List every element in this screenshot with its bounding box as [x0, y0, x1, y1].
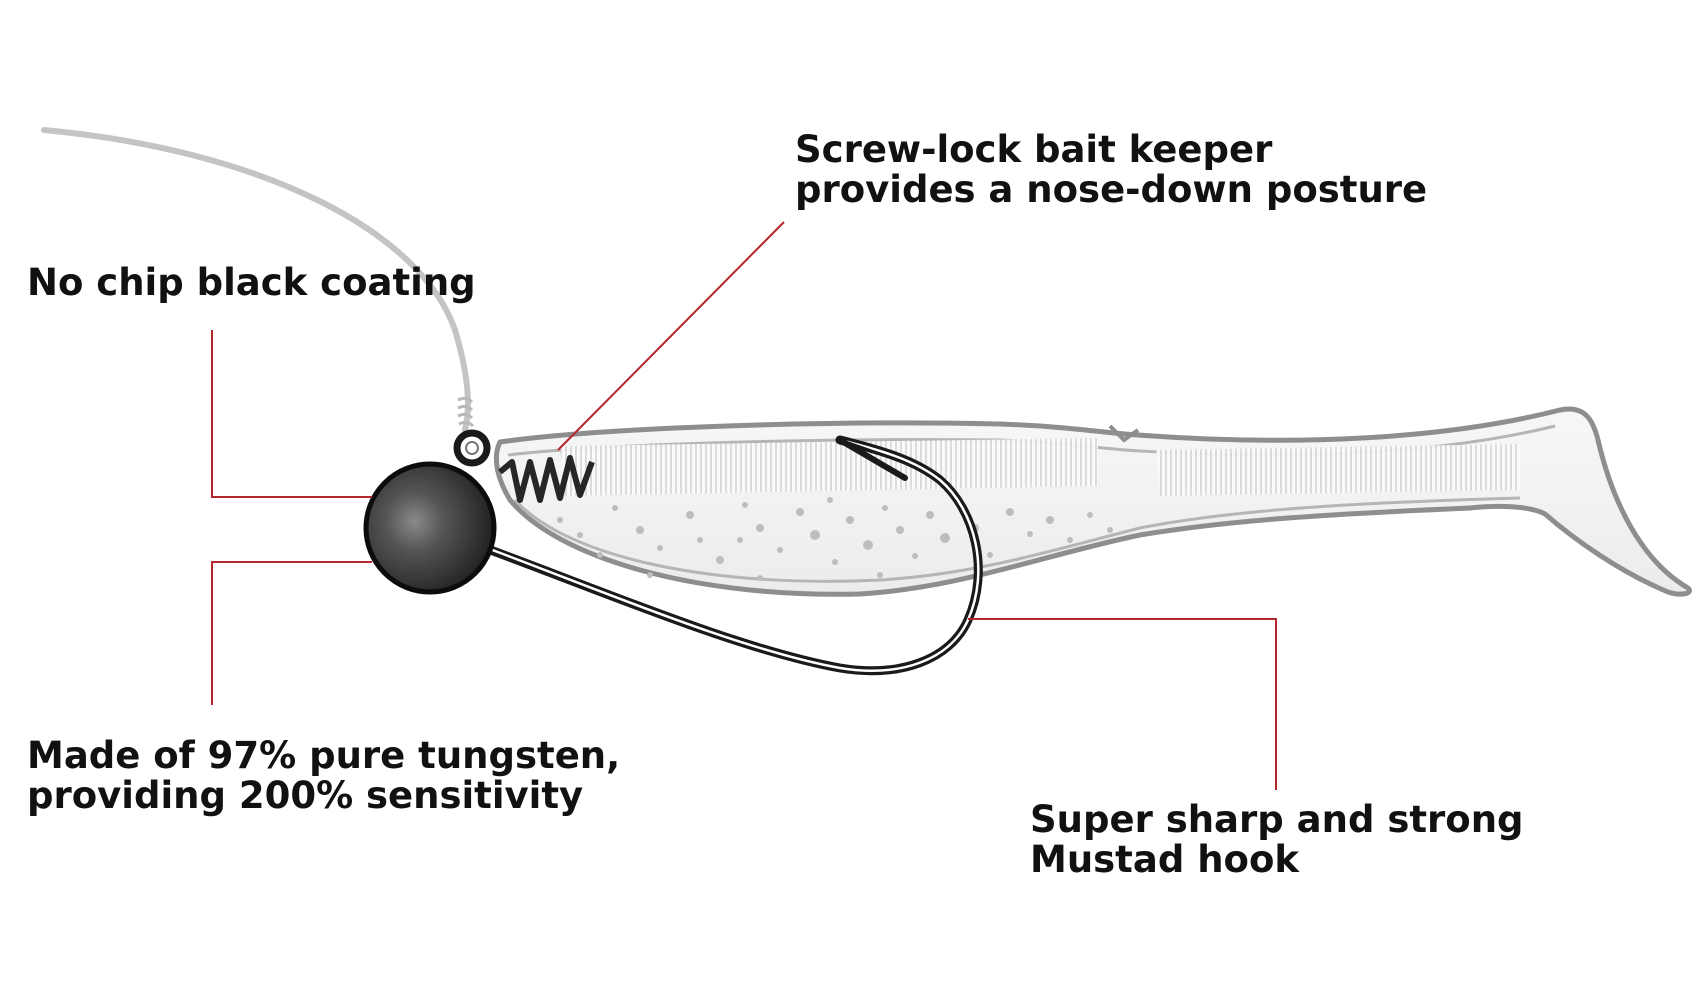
line-knot: [457, 396, 475, 428]
label-line: No chip black coating: [27, 261, 476, 304]
label-tungsten: Made of 97% pure tungsten, providing 200…: [27, 736, 620, 816]
label-line: Screw-lock bait keeper: [795, 128, 1273, 171]
fishing-line: [41, 127, 471, 433]
label-line: Super sharp and strong: [1030, 798, 1524, 841]
leader-line-coating: [211, 330, 372, 498]
label-screw-lock-keeper: Screw-lock bait keeper provides a nose-d…: [795, 130, 1427, 210]
leader-line-keeper: [557, 221, 785, 451]
line-tie-eye: [453, 429, 491, 467]
label-line: Mustad hook: [1030, 838, 1299, 881]
swimbait-body: [493, 406, 1692, 597]
mustad-hook: [480, 435, 983, 676]
label-line: provides a nose-down posture: [795, 168, 1428, 211]
tungsten-jig-head: [363, 461, 497, 595]
label-mustad-hook: Super sharp and strong Mustad hook: [1030, 800, 1524, 880]
leader-line-hook: [968, 618, 1277, 790]
label-line: Made of 97% pure tungsten,: [27, 734, 621, 777]
leader-lines: [211, 221, 1277, 790]
label-line: providing 200% sensitivity: [27, 774, 584, 817]
leader-line-tungsten: [211, 561, 372, 705]
screw-lock-keeper: [498, 455, 595, 503]
label-no-chip-coating: No chip black coating: [27, 263, 476, 303]
